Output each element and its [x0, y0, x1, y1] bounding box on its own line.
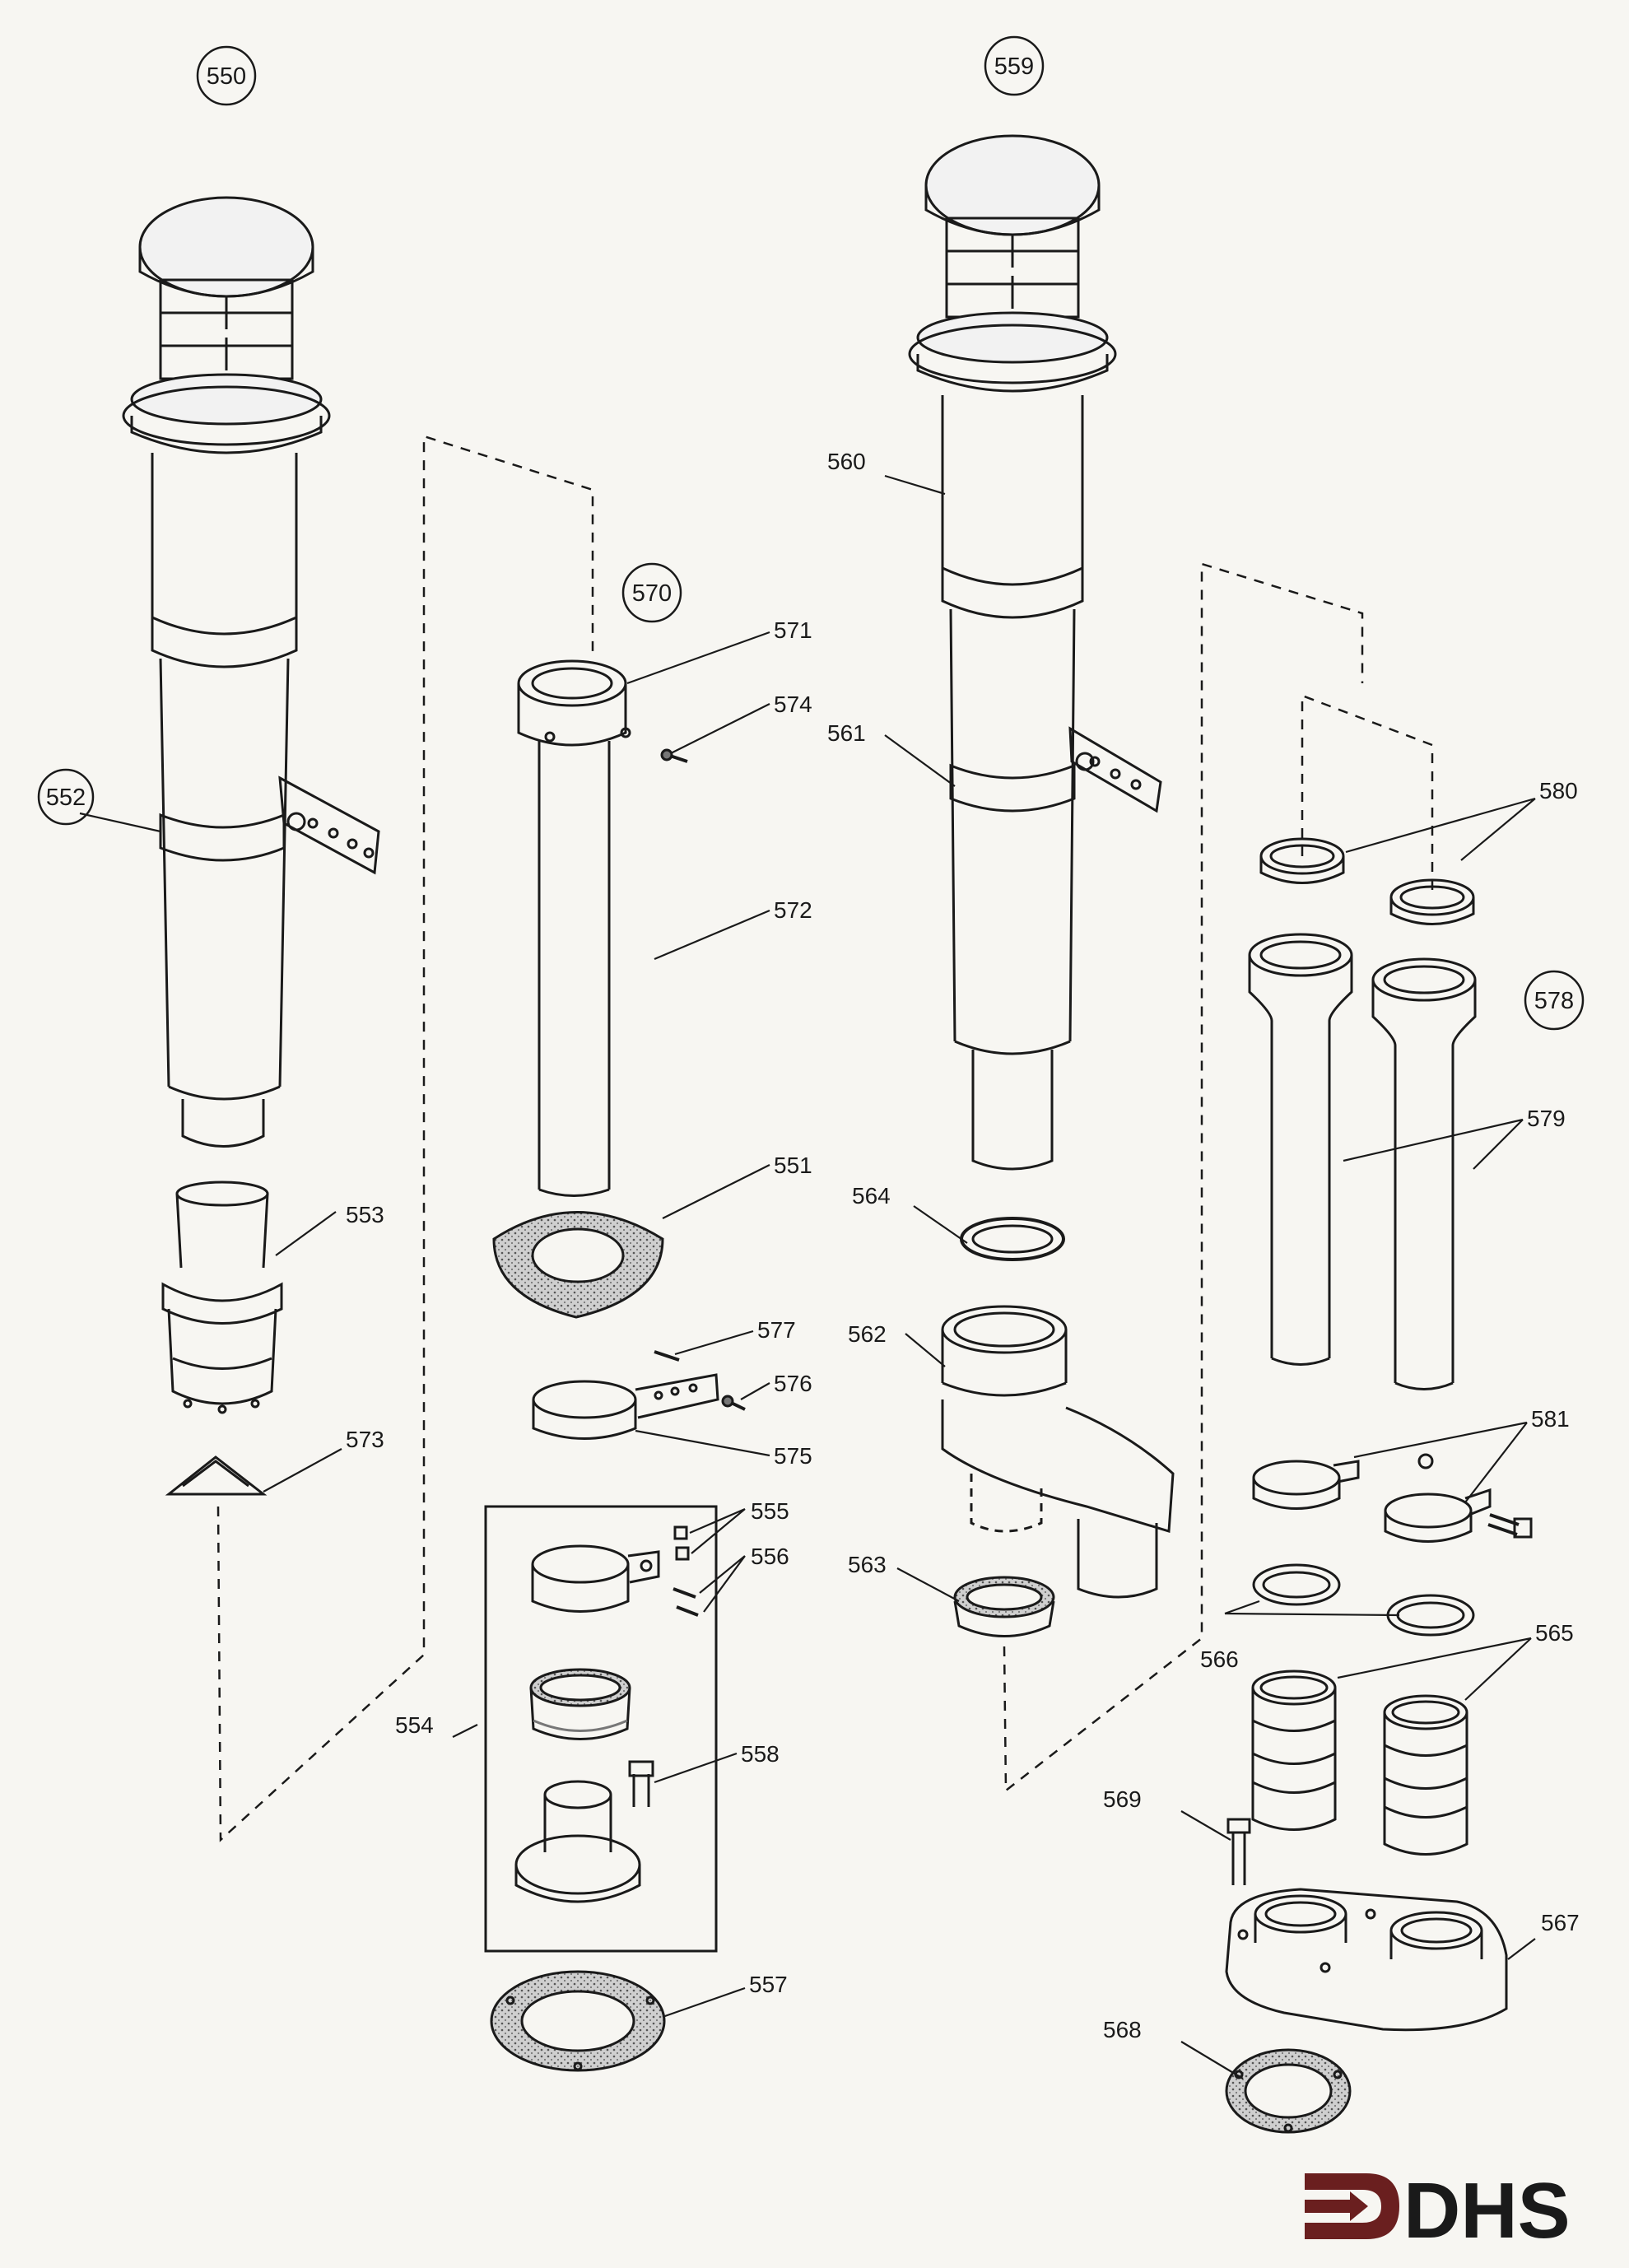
part-label-566: 566	[1200, 1646, 1239, 1672]
dhs-logo-mark-icon	[1305, 2173, 1399, 2239]
couplers-565-drawing	[1251, 1670, 1468, 1856]
marker-circle-559	[984, 35, 1045, 96]
terminal-559-drawing	[908, 134, 1162, 1171]
assembly-label-570: 570	[632, 580, 672, 607]
part-label-560: 560	[827, 449, 866, 474]
twin-pipes-578-drawing	[1248, 837, 1477, 1390]
marker-circle-550	[196, 45, 257, 106]
part-label-555: 555	[751, 1498, 789, 1524]
part-label-556: 556	[751, 1544, 789, 1569]
part-label-573: 573	[346, 1427, 384, 1452]
kit-554-box	[484, 1505, 718, 1953]
part-label-561: 561	[827, 720, 866, 746]
part-label-554: 554	[395, 1712, 434, 1738]
part-label-576: 576	[774, 1371, 812, 1396]
part-label-579: 579	[1527, 1106, 1566, 1131]
part-label-563: 563	[848, 1552, 887, 1577]
part-label-553: 553	[346, 1202, 384, 1227]
part-label-558: 558	[741, 1741, 780, 1767]
leader-lines	[79, 474, 1536, 2079]
part-label-572: 572	[774, 897, 812, 923]
assembly-label-559: 559	[994, 54, 1034, 80]
part-label-552: 552	[46, 785, 86, 811]
part-label-569: 569	[1103, 1786, 1142, 1812]
assembly-label-550: 550	[207, 63, 246, 90]
offset-562-drawing	[941, 1305, 1175, 1599]
marker-circle-552	[37, 768, 95, 826]
part-label-580: 580	[1539, 778, 1578, 803]
pipe-570-drawing	[517, 659, 631, 1197]
base-567-drawing	[1225, 1888, 1508, 2032]
part-label-551: 551	[774, 1153, 812, 1178]
part-label-581: 581	[1531, 1406, 1570, 1432]
part-label-562: 562	[848, 1321, 887, 1347]
gasket-568-drawing	[1225, 2048, 1352, 2134]
marker-circle-570	[621, 562, 682, 623]
terminal-550-drawing	[122, 196, 380, 1148]
part-label-574: 574	[774, 692, 812, 717]
part-label-557: 557	[749, 1972, 788, 1997]
marker-circle-578	[1524, 970, 1585, 1031]
part-label-564: 564	[852, 1183, 891, 1209]
clamp-575-drawing	[532, 1373, 719, 1440]
assembly-label-578: 578	[1534, 988, 1574, 1014]
gasket-557-drawing	[490, 1970, 666, 2072]
part-label-567: 567	[1541, 1910, 1580, 1935]
spacer-573-drawing	[165, 1455, 268, 1496]
part-label-577: 577	[757, 1317, 796, 1343]
part-label-565: 565	[1535, 1620, 1574, 1646]
adaptor-553-drawing	[161, 1181, 283, 1414]
part-label-568: 568	[1103, 2017, 1142, 2042]
guide-lines	[216, 435, 1434, 1842]
part-label-571: 571	[774, 617, 812, 643]
part-label-575: 575	[774, 1443, 812, 1469]
dhs-logo-text: DHS	[1403, 2167, 1571, 2255]
dhs-logo: DHS	[1305, 2167, 1571, 2255]
flashing-551-drawing	[492, 1211, 664, 1319]
